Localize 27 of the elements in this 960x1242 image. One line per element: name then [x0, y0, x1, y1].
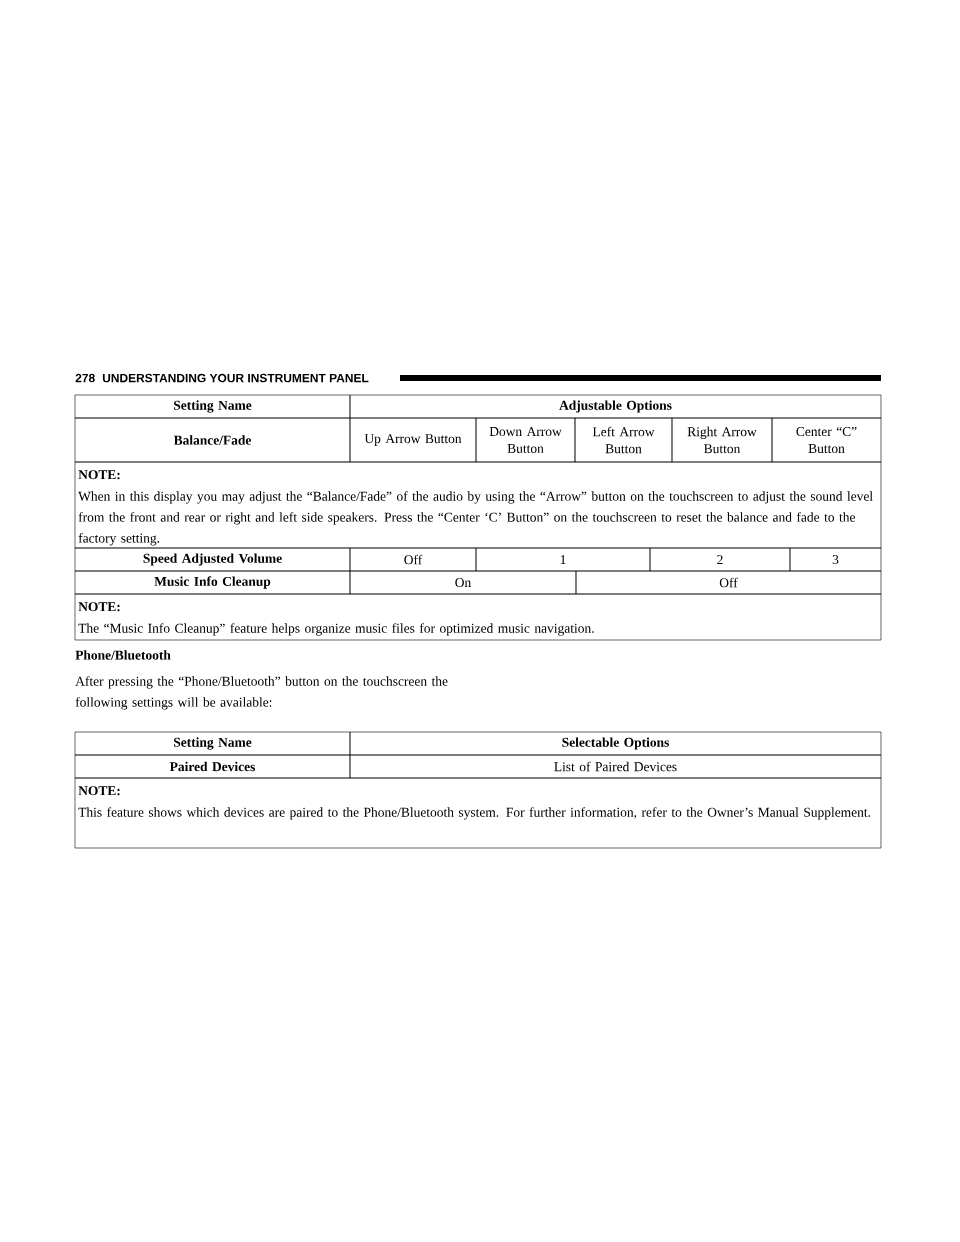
- running-header: UNDERSTANDING YOUR INSTRUMENT PANEL: [102, 373, 369, 383]
- table-cell: Setting Name: [74, 394, 351, 419]
- paragraph: After pressing the “Phone/Bluetooth” button on the touchscreen the following settings will be available:: [75, 676, 448, 710]
- table-cell: Off: [349, 547, 477, 572]
- table-cell: 3: [789, 547, 882, 572]
- note-cell: NOTE: When in this display you may adjust the “Balance/Fade” of the audio by using the “Arrow” button on the touchscreen to adjust the sound level from the front and rear or right and left side speakers. Press the “Center ‘C’ Button” on the touchscreen to reset the balance and fade to the factory setting.: [74, 461, 882, 549]
- table-cell: Center “C” Button: [771, 417, 882, 463]
- table-cell: 1: [475, 547, 651, 572]
- table-cell: Left Arrow Button: [574, 417, 673, 463]
- table-cell: Music Info Cleanup: [74, 570, 351, 595]
- table-cell: Balance/Fade: [74, 417, 351, 463]
- table-cell: Selectable Options: [349, 731, 882, 756]
- table-cell: Right Arrow Button: [671, 417, 773, 463]
- table-cell: Down Arrow Button: [475, 417, 576, 463]
- table-cell: Up Arrow Button: [349, 417, 477, 463]
- table-cell: Paired Devices: [74, 754, 351, 779]
- table-cell: On: [349, 570, 577, 595]
- section-heading: Phone/Bluetooth: [75, 650, 171, 660]
- note-cell: NOTE: The “Music Info Cleanup” feature helps organize music files for optimized music navigation.: [74, 593, 882, 641]
- table-cell: 2: [649, 547, 791, 572]
- table-cell: Speed Adjusted Volume: [74, 547, 351, 572]
- page-number: 278: [75, 373, 95, 383]
- note-cell: NOTE: This feature shows which devices are paired to the Phone/Bluetooth system. For further information, refer to the Owner’s Manual Supplement.: [74, 777, 882, 849]
- table-cell: Setting Name: [74, 731, 351, 756]
- table-cell: Adjustable Options: [349, 394, 882, 419]
- table-cell: List of Paired Devices: [349, 754, 882, 779]
- table-cell: Off: [575, 570, 882, 595]
